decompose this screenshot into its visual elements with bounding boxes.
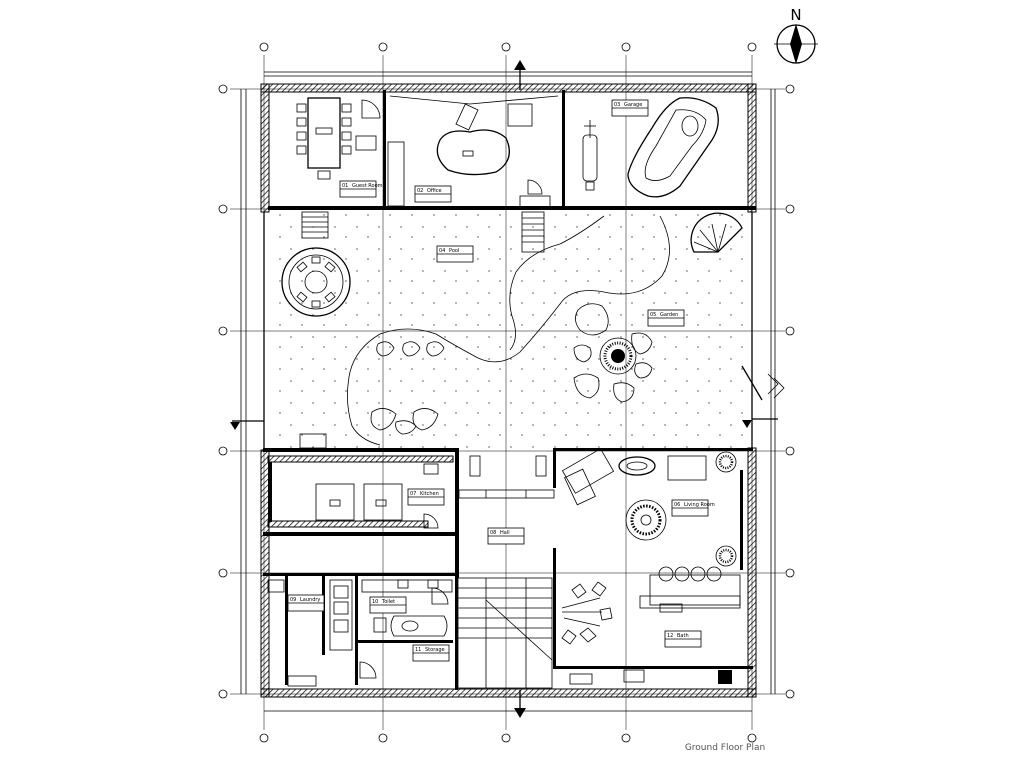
garden-stairs [301,211,545,253]
room-tag-r06: 06 Living Room [671,499,715,517]
room-name: Garden [660,312,678,318]
pool-outline [347,215,670,446]
garden-area [230,60,778,718]
room-code: 02 [417,188,423,194]
plan-caption: Ground Floor Plan [685,743,765,753]
spiral-stair [690,212,743,253]
grid-bubbles [218,42,795,743]
room-tags: 01 Guest Room 02 Office 03 Garage 04 Pool 05 Gard… [287,99,715,662]
room-name: Guest Room [352,183,383,189]
room-code: 04 [439,248,445,254]
room-code: 08 [490,530,496,536]
service-rooms-fixtures [267,579,453,687]
room-name: Kitchen [420,491,439,497]
garage-vehicles [582,97,719,198]
room-code: 06 [674,502,680,508]
hall-stairs [457,455,555,689]
north-label: N [790,6,801,24]
north-compass-icon: N [774,6,818,64]
room-name: Toilet [381,599,395,605]
room-name: Pool [449,248,459,254]
room-name: Hall [500,530,510,536]
garden-stones [370,303,653,435]
dimension-lines [240,71,776,712]
room-code: 12 [667,633,673,639]
room-name: Garage [624,102,642,108]
room-tag-r05: 05 Garden [647,309,685,327]
round-lounge [281,247,351,317]
dining-set [561,581,613,645]
room-code: 11 [415,647,421,653]
office-furniture [387,95,559,209]
room-tag-r07: 07 Kitchen [407,488,445,506]
guest-room-furniture [296,97,381,180]
room-name: Bath [677,633,689,639]
room-tag-r03: 03 Garage [611,99,649,117]
room-code: 10 [372,599,378,605]
room-code: 07 [410,491,416,497]
kitchen-furniture [299,433,439,529]
room-name: Laundry [300,597,320,603]
room-code: 03 [614,102,620,108]
room-name: Office [427,188,442,194]
room-tag-r04: 04 Pool [436,245,474,263]
room-tag-r08: 08 Hall [487,527,525,545]
room-name: Storage [425,647,445,653]
room-name: Living Room [684,502,715,508]
room-code: 09 [290,597,296,603]
room-tag-r09: 09 Laundry [287,594,325,612]
interior-walls [263,90,756,690]
room-tag-r12: 12 Bath [664,630,702,648]
entrance-arrow-icon [741,365,785,401]
room-code: 01 [342,183,348,189]
room-tag-r11: 11 Storage [412,644,450,662]
room-tag-r02: 02 Office [414,185,452,203]
living-room-furniture [561,448,741,685]
room-code: 05 [650,312,656,318]
room-tag-r01: 01 Guest Room [339,180,383,198]
